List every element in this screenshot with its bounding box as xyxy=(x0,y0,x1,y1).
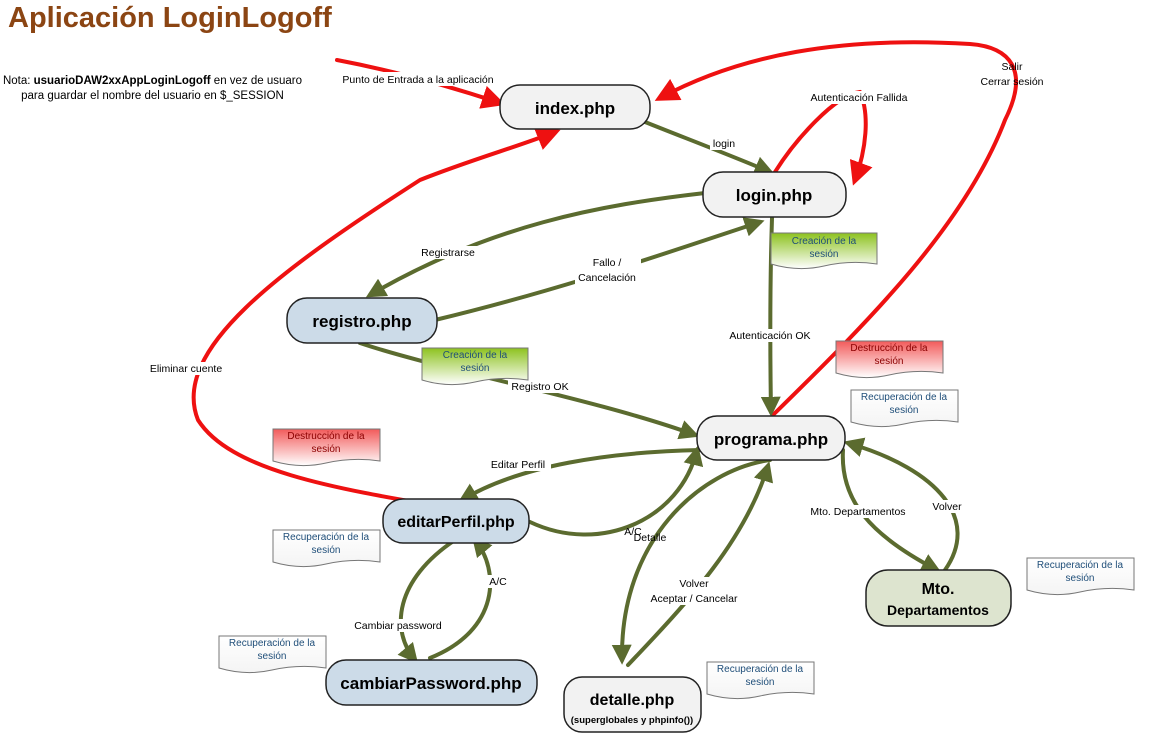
doc-recuperacion-programa-line1: Recuperación de la xyxy=(861,392,948,403)
doc-recuperacion-mto-line1: Recuperación de la xyxy=(1037,560,1124,571)
label-detalle: Detalle xyxy=(634,532,667,544)
edge-volver-detalle xyxy=(626,461,774,667)
doc-creacion-login: Creación de la sesión xyxy=(770,232,878,270)
doc-destruccion-editar-line1: Destrucción de la xyxy=(287,431,365,442)
doc-recuperacion-programa: Recuperación de la sesión xyxy=(850,389,959,428)
label-cambiar-password: Cambiar password xyxy=(354,620,442,632)
node-detalle-sub: (superglobales y phpinfo()) xyxy=(571,715,693,726)
edge-ac-editar xyxy=(528,445,704,537)
edge-ac-cambiar xyxy=(428,536,493,660)
note-bold: usuarioDAW2xxAppLoginLogoff xyxy=(33,75,211,87)
label-ac-editar: A/C xyxy=(624,526,642,538)
node-index[interactable]: index.php xyxy=(499,84,651,130)
node-index-label: index.php xyxy=(535,99,615,118)
note-suffix: en vez de usuaro para guardar el nombre … xyxy=(21,75,303,102)
doc-recuperacion-programa-line2: sesión xyxy=(890,405,919,416)
node-detalle[interactable]: detalle.php (superglobales y phpinfo()) xyxy=(563,676,702,733)
node-login[interactable]: login.php xyxy=(702,171,847,218)
page-title: Aplicación LoginLogoff xyxy=(8,2,332,34)
label-registrarse: Registrarse xyxy=(421,247,475,259)
label-cancelacion: Cancelación xyxy=(578,272,636,284)
doc-recuperacion-editar-line2: sesión xyxy=(312,545,341,556)
note-text: Nota: usuarioDAW2xxAppLoginLogoff en vez… xyxy=(0,74,305,104)
edge-salir xyxy=(654,40,1018,417)
node-programa-label: programa.php xyxy=(714,430,828,449)
label-aceptar-cancelar: Aceptar / Cancelar xyxy=(651,593,738,605)
doc-recuperacion-cambiar-line2: sesión xyxy=(258,651,287,662)
doc-recuperacion-editar: Recuperación de la sesión xyxy=(272,529,381,568)
doc-creacion-login-line2: sesión xyxy=(810,249,839,260)
label-cerrar-sesion: Cerrar sesión xyxy=(980,76,1043,88)
doc-destruccion-editar: Destrucción de la sesión xyxy=(272,428,381,467)
label-eliminar: Eliminar cuente xyxy=(150,363,223,375)
label-entrada: Punto de Entrada a la aplicación xyxy=(342,74,493,86)
doc-creacion-registro-line1: Creación de la xyxy=(443,350,508,361)
node-detalle-label: detalle.php xyxy=(590,692,675,709)
doc-recuperacion-mto-line2: sesión xyxy=(1066,573,1095,584)
doc-recuperacion-cambiar-line1: Recuperación de la xyxy=(229,638,316,649)
doc-recuperacion-detalle-line2: sesión xyxy=(746,677,775,688)
label-registro-ok: Registro OK xyxy=(511,381,568,393)
label-auth-fallida: Autenticación Fallida xyxy=(811,92,908,104)
node-editar-perfil[interactable]: editarPerfil.php xyxy=(382,498,530,544)
edge-eliminar xyxy=(191,127,561,510)
label-volver-detalle: Volver xyxy=(679,578,709,590)
edge-auth-fallida-in xyxy=(849,90,873,186)
node-mto-label-1: Mto. xyxy=(922,581,955,598)
edge-registrarse xyxy=(365,191,707,298)
label-editar-perfil: Editar Perfil xyxy=(491,459,545,471)
label-fallo: Fallo / xyxy=(593,257,622,269)
doc-recuperacion-editar-line1: Recuperación de la xyxy=(283,532,370,543)
edge-detalle xyxy=(611,458,772,665)
node-login-label: login.php xyxy=(736,186,812,205)
node-cambiar-label: cambiarPassword.php xyxy=(340,674,521,693)
edge-login xyxy=(643,120,775,176)
doc-destruccion-programa-line2: sesión xyxy=(875,356,904,367)
doc-destruccion-editar-line2: sesión xyxy=(312,444,341,455)
doc-recuperacion-cambiar: Recuperación de la sesión xyxy=(218,635,327,674)
doc-creacion-registro: Creación de la sesión xyxy=(421,347,529,386)
doc-destruccion-programa: Destrucción de la sesión xyxy=(835,340,944,379)
doc-recuperacion-mto: Recuperación de la sesión xyxy=(1026,557,1135,596)
node-editar-label: editarPerfil.php xyxy=(397,514,515,531)
label-auth-ok: Autenticación OK xyxy=(729,330,810,342)
label-volver-mto: Volver xyxy=(932,501,962,513)
node-registro[interactable]: registro.php xyxy=(286,297,438,344)
node-cambiar-password[interactable]: cambiarPassword.php xyxy=(325,659,538,706)
label-salir: Salir xyxy=(1001,61,1023,73)
node-mto-departamentos[interactable]: Mto. Departamentos xyxy=(865,569,1012,627)
node-programa[interactable]: programa.php xyxy=(696,415,846,461)
doc-creacion-login-line1: Creación de la xyxy=(792,236,857,247)
doc-recuperacion-detalle-line1: Recuperación de la xyxy=(717,664,804,675)
label-mto-departamentos: Mto. Departamentos xyxy=(810,506,905,518)
doc-destruccion-programa-line1: Destrucción de la xyxy=(850,343,928,354)
edge-editar-perfil xyxy=(457,448,702,503)
node-registro-label: registro.php xyxy=(312,312,411,331)
note-prefix: Nota: xyxy=(2,75,34,87)
label-ac-cambiar: A/C xyxy=(489,576,507,588)
edge-cambiar-password xyxy=(397,538,457,664)
doc-recuperacion-detalle: Recuperación de la sesión xyxy=(706,661,815,700)
node-mto-label-2: Departamentos xyxy=(887,602,989,618)
edge-volver-mto xyxy=(843,437,960,572)
label-login: login xyxy=(713,138,735,150)
doc-creacion-registro-line2: sesión xyxy=(461,363,490,374)
